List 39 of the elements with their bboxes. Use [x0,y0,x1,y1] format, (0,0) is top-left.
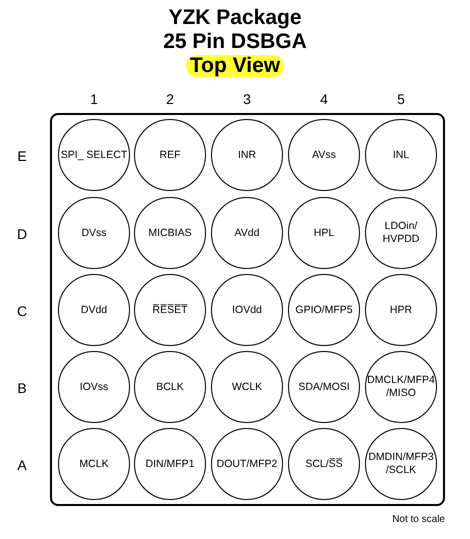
scale-note: Not to scale [392,513,445,527]
row-letter: C [16,302,28,321]
pin-name: SCL/S̅S̅ [304,458,344,470]
pin-name: DOUT/MFP2 [216,458,278,470]
pin-name: REF [158,148,182,162]
view-label: Top View [186,55,284,77]
row-letter: E [16,147,28,166]
pin-name: MCLK [78,458,110,470]
pin-name: WCLK [230,380,264,394]
pin-name: GPIO/MFP5 [294,304,354,316]
pin-name: INL [392,148,410,162]
pin-name: AVdd [234,226,260,240]
pin-name: INR [236,148,258,162]
pin-name: SDA/MOSI [297,380,351,394]
package-outline [50,113,445,506]
pin-name: MICBIAS [147,226,193,240]
pin-name: DVdd [80,304,108,316]
pin-name: IOVss [78,380,110,394]
column-number: 1 [89,90,99,109]
pin-name: HPR [388,304,414,316]
pin-name: IOVdd [231,304,263,316]
pin-name: R̅E̅S̅E̅T̅ [151,304,188,316]
pin-name: HPL [312,226,336,240]
column-number: 4 [319,90,329,109]
column-number: 2 [165,90,175,109]
pin-name: DMDIN/MFP3 /SCLK [367,451,435,477]
column-number: 5 [396,90,406,109]
pin-name: DIN/MFP1 [144,458,196,470]
pin-name: BCLK [155,380,185,394]
row-letter: D [16,225,28,244]
pin-name: DMCLK/MFP4 /MISO [366,374,436,400]
row-letter: A [16,456,28,475]
pin-name: AVss [311,148,337,162]
row-letter: B [16,379,28,398]
pin-name: DVss [80,226,108,240]
pin-name: LDOin/ HVPDD [382,220,420,246]
pin-name: SPI_ SELECT [60,148,128,162]
title: YZK Package 25 Pin DSBGA [162,6,308,54]
column-number: 3 [242,90,252,109]
